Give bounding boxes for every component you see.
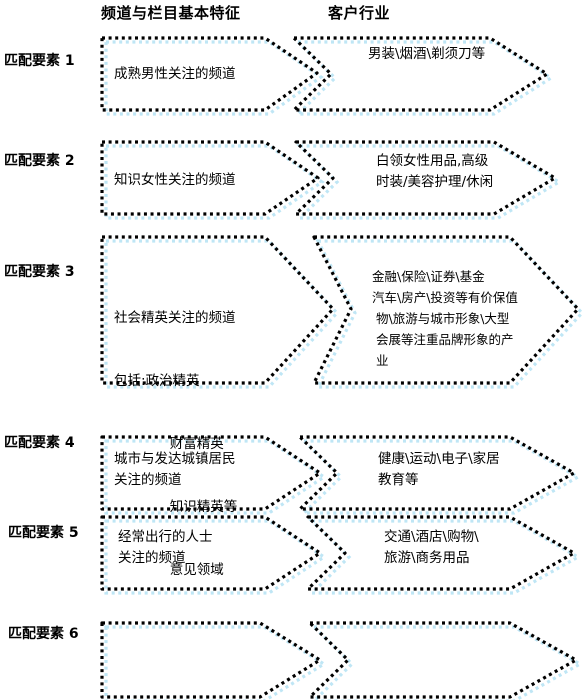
row-2-right-line: 白领女性用品,高级 — [376, 153, 489, 169]
header-client-industry: 客户行业 — [328, 4, 391, 22]
row-5-left-line: 关注的频道 — [118, 550, 186, 566]
row-2-left-line: 知识女性关注的频道 — [114, 172, 236, 188]
row-3-left-line: 社会精英关注的频道 — [114, 310, 236, 326]
row-1-right-line: 男装\烟酒\剃须刀等 — [368, 46, 486, 62]
row-1-left-chevron — [100, 36, 324, 116]
row-1-left-line: 成熟男性关注的频道 — [114, 66, 236, 82]
row-5-right-text: 交通\酒店\购物\ 旅游\商务用品 — [384, 527, 479, 569]
row-1-left-text: 成熟男性关注的频道 — [114, 64, 236, 85]
row-4-label: 匹配要素 4 — [4, 435, 75, 451]
row-3-left-text: 社会精英关注的频道 包括:政治精英 财富精英 知识精英等 意见领域 — [114, 266, 237, 602]
row-4-right-chevron — [298, 435, 582, 515]
row-2-right-line: 时装/美容护理/休闲 — [376, 174, 494, 190]
row-2-left-text: 知识女性关注的频道 — [114, 170, 236, 191]
row-3-left-line: 财富精英 — [144, 436, 224, 452]
row-3-right-line: 业 — [376, 353, 389, 368]
row-5-label: 匹配要素 5 — [8, 525, 79, 541]
header-channel-features: 频道与栏目基本特征 — [101, 4, 241, 22]
row-6-right-chevron — [308, 621, 582, 700]
row-5-right-line: 旅游\商务用品 — [384, 550, 470, 566]
row-3-right-line: 汽车\房产\投资等有价保值 — [372, 290, 518, 305]
row-5-left-chevron — [100, 515, 327, 595]
row-5-right-line: 交通\酒店\购物\ — [384, 529, 479, 545]
row-3-left-line: 意见领域 — [144, 562, 224, 578]
row-3-left-line: 知识精英等 — [144, 499, 238, 515]
row-5-right-chevron — [306, 515, 582, 595]
row-2-label: 匹配要素 2 — [4, 153, 75, 169]
row-4-left-line: 关注的频道 — [114, 472, 182, 488]
row-2-right-chevron — [294, 140, 563, 220]
row-2-left-chevron — [100, 140, 325, 220]
row-4-left-line: 城市与发达城镇居民 — [114, 451, 236, 467]
row-2-right-text: 白领女性用品,高级 时装/美容护理/休闲 — [376, 151, 493, 193]
row-4-left-text: 城市与发达城镇居民 关注的频道 — [114, 449, 236, 491]
row-6-left-chevron — [100, 621, 328, 700]
row-4-right-line: 教育等 — [378, 472, 419, 488]
row-6-label: 匹配要素 6 — [8, 626, 79, 642]
row-3-right-chevron — [312, 235, 582, 389]
row-1-label: 匹配要素 1 — [4, 53, 75, 69]
row-3-label: 匹配要素 3 — [4, 264, 75, 280]
row-3-right-line: 金融\保险\证券\基金 — [372, 269, 485, 284]
row-3-left-chevron — [100, 235, 340, 389]
row-4-right-text: 健康\运动\电子\家居 教育等 — [378, 449, 500, 491]
row-5-left-line: 经常出行的人士 — [118, 529, 213, 545]
row-1-right-text: 男装\烟酒\剃须刀等 — [368, 44, 485, 65]
row-4-right-line: 健康\运动\电子\家居 — [378, 451, 500, 467]
row-3-right-line: 会展等注重品牌形象的产 — [376, 332, 514, 347]
row-4-left-chevron — [100, 435, 327, 515]
row-3-left-line: 包括:政治精英 — [114, 373, 200, 389]
row-5-left-text: 经常出行的人士 关注的频道 — [118, 527, 213, 569]
row-3-right-text: 金融\保险\证券\基金 汽车\房产\投资等有价保值 物\旅游与城市形象\大型 会… — [372, 266, 518, 371]
row-1-right-chevron — [292, 36, 554, 116]
row-3-right-line: 物\旅游与城市形象\大型 — [376, 311, 510, 326]
